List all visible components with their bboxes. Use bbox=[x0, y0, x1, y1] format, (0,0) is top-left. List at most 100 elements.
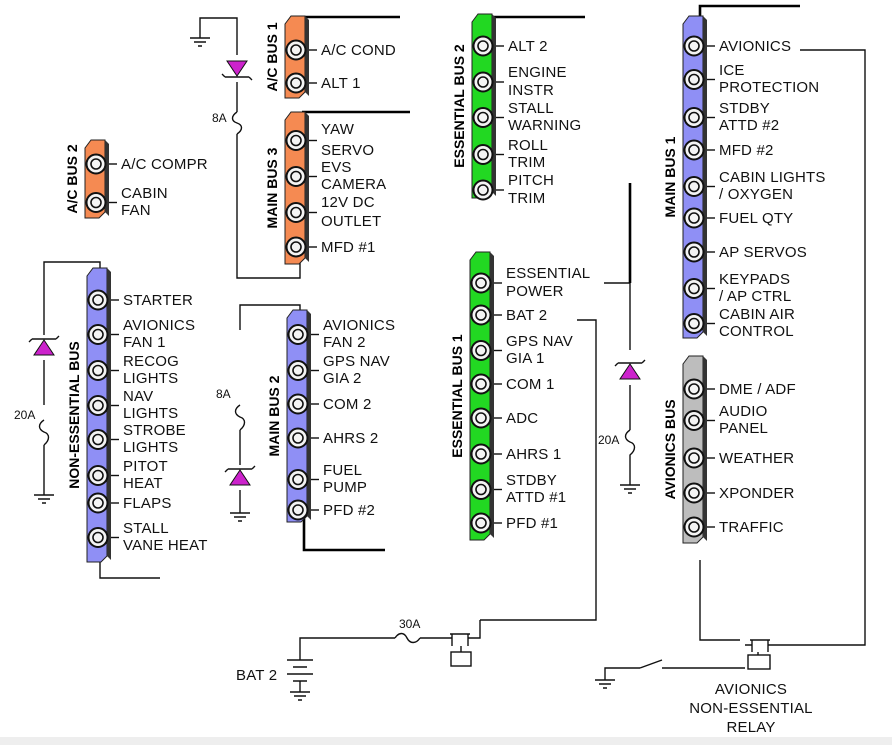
circuit-breaker[interactable] bbox=[470, 512, 503, 534]
circuit-breaker[interactable] bbox=[287, 360, 320, 381]
breaker-knob-icon[interactable] bbox=[287, 324, 309, 345]
breaker-knob-icon[interactable] bbox=[285, 202, 307, 223]
circuit-breaker[interactable] bbox=[470, 340, 503, 361]
circuit-breaker[interactable] bbox=[285, 202, 318, 223]
breaker-knob-icon[interactable] bbox=[683, 278, 705, 299]
breaker-knob-icon[interactable] bbox=[683, 176, 705, 197]
breaker-knob-icon[interactable] bbox=[470, 304, 492, 326]
breaker-knob-inner-icon bbox=[292, 328, 304, 341]
breaker-knob-icon[interactable] bbox=[85, 153, 107, 175]
breaker-knob-icon[interactable] bbox=[683, 447, 705, 469]
circuit-breaker[interactable] bbox=[472, 179, 505, 201]
circuit-breaker[interactable] bbox=[285, 236, 318, 258]
circuit-breaker[interactable] bbox=[285, 39, 318, 61]
circuit-breaker[interactable] bbox=[470, 479, 503, 500]
circuit-breaker[interactable] bbox=[683, 378, 716, 400]
breaker-knob-icon[interactable] bbox=[87, 324, 109, 345]
circuit-breaker[interactable] bbox=[683, 410, 716, 431]
breaker-knob-icon[interactable] bbox=[683, 107, 705, 128]
breaker-knob-icon[interactable] bbox=[287, 360, 309, 381]
circuit-label-line: LIGHTS bbox=[123, 439, 178, 456]
breaker-knob-icon[interactable] bbox=[472, 179, 494, 201]
circuit-breaker[interactable] bbox=[87, 429, 120, 450]
circuit-breaker[interactable] bbox=[470, 373, 503, 395]
breaker-knob-icon[interactable] bbox=[472, 71, 494, 93]
circuit-breaker[interactable] bbox=[87, 289, 120, 311]
circuit-breaker[interactable] bbox=[683, 139, 716, 161]
circuit-breaker[interactable] bbox=[472, 107, 505, 128]
breaker-knob-icon[interactable] bbox=[683, 378, 705, 400]
breaker-knob-icon[interactable] bbox=[285, 166, 307, 187]
breaker-knob-icon[interactable] bbox=[87, 289, 109, 311]
breaker-knob-icon[interactable] bbox=[87, 492, 109, 514]
breaker-knob-icon[interactable] bbox=[472, 144, 494, 165]
breaker-knob-icon[interactable] bbox=[683, 241, 705, 263]
breaker-knob-icon[interactable] bbox=[683, 207, 705, 229]
breaker-knob-icon[interactable] bbox=[470, 407, 492, 429]
circuit-breaker[interactable] bbox=[87, 527, 120, 548]
breaker-knob-icon[interactable] bbox=[683, 516, 705, 538]
circuit-breaker[interactable] bbox=[87, 360, 120, 381]
breaker-knob-icon[interactable] bbox=[472, 107, 494, 128]
breaker-knob-icon[interactable] bbox=[87, 527, 109, 548]
circuit-breaker[interactable] bbox=[472, 144, 505, 165]
breaker-knob-icon[interactable] bbox=[287, 499, 309, 521]
circuit-breaker[interactable] bbox=[287, 469, 320, 490]
circuit-breaker[interactable] bbox=[470, 304, 503, 326]
circuit-breaker[interactable] bbox=[683, 35, 716, 57]
circuit-breaker[interactable] bbox=[472, 71, 505, 93]
circuit-breaker[interactable] bbox=[287, 427, 320, 449]
breaker-knob-icon[interactable] bbox=[683, 139, 705, 161]
circuit-breaker[interactable] bbox=[683, 176, 716, 197]
breaker-knob-icon[interactable] bbox=[285, 39, 307, 61]
circuit-breaker[interactable] bbox=[683, 107, 716, 128]
circuit-breaker[interactable] bbox=[87, 492, 120, 514]
circuit-breaker[interactable] bbox=[683, 69, 716, 90]
breaker-knob-icon[interactable] bbox=[85, 192, 107, 213]
breaker-knob-icon[interactable] bbox=[285, 72, 307, 94]
circuit-breaker[interactable] bbox=[683, 482, 716, 504]
circuit-breaker[interactable] bbox=[85, 192, 118, 213]
breaker-knob-icon[interactable] bbox=[683, 313, 705, 334]
breaker-knob-icon[interactable] bbox=[470, 479, 492, 500]
circuit-breaker[interactable] bbox=[683, 313, 716, 334]
circuit-breaker[interactable] bbox=[285, 166, 318, 187]
breaker-knob-icon[interactable] bbox=[285, 130, 307, 151]
breaker-knob-icon[interactable] bbox=[87, 395, 109, 416]
circuit-breaker[interactable] bbox=[470, 443, 503, 465]
breaker-knob-icon[interactable] bbox=[470, 340, 492, 361]
breaker-knob-icon[interactable] bbox=[287, 393, 309, 415]
circuit-breaker[interactable] bbox=[683, 447, 716, 469]
breaker-knob-icon[interactable] bbox=[470, 373, 492, 395]
breaker-knob-icon[interactable] bbox=[87, 429, 109, 450]
breaker-knob-icon[interactable] bbox=[87, 360, 109, 381]
circuit-breaker[interactable] bbox=[87, 395, 120, 416]
circuit-breaker[interactable] bbox=[85, 153, 118, 175]
breaker-knob-icon[interactable] bbox=[470, 512, 492, 534]
circuit-breaker[interactable] bbox=[683, 516, 716, 538]
circuit-breaker[interactable] bbox=[472, 35, 505, 57]
circuit-breaker[interactable] bbox=[285, 72, 318, 94]
breaker-knob-icon[interactable] bbox=[470, 272, 492, 294]
circuit-breaker[interactable] bbox=[285, 130, 318, 151]
breaker-knob-icon[interactable] bbox=[287, 427, 309, 449]
circuit-breaker[interactable] bbox=[470, 272, 503, 294]
circuit-breaker[interactable] bbox=[87, 324, 120, 345]
circuit-breaker[interactable] bbox=[683, 207, 716, 229]
breaker-knob-icon[interactable] bbox=[683, 35, 705, 57]
breaker-knob-icon[interactable] bbox=[472, 35, 494, 57]
circuit-breaker[interactable] bbox=[683, 278, 716, 299]
circuit-breaker[interactable] bbox=[287, 499, 320, 521]
circuit-breaker[interactable] bbox=[87, 465, 120, 486]
breaker-knob-icon[interactable] bbox=[470, 443, 492, 465]
circuit-breaker[interactable] bbox=[683, 241, 716, 263]
breaker-knob-icon[interactable] bbox=[683, 69, 705, 90]
circuit-breaker[interactable] bbox=[287, 393, 320, 415]
breaker-knob-icon[interactable] bbox=[287, 469, 309, 490]
circuit-breaker[interactable] bbox=[470, 407, 503, 429]
breaker-knob-icon[interactable] bbox=[87, 465, 109, 486]
breaker-knob-icon[interactable] bbox=[285, 236, 307, 258]
breaker-knob-icon[interactable] bbox=[683, 410, 705, 431]
circuit-breaker[interactable] bbox=[287, 324, 320, 345]
breaker-knob-icon[interactable] bbox=[683, 482, 705, 504]
